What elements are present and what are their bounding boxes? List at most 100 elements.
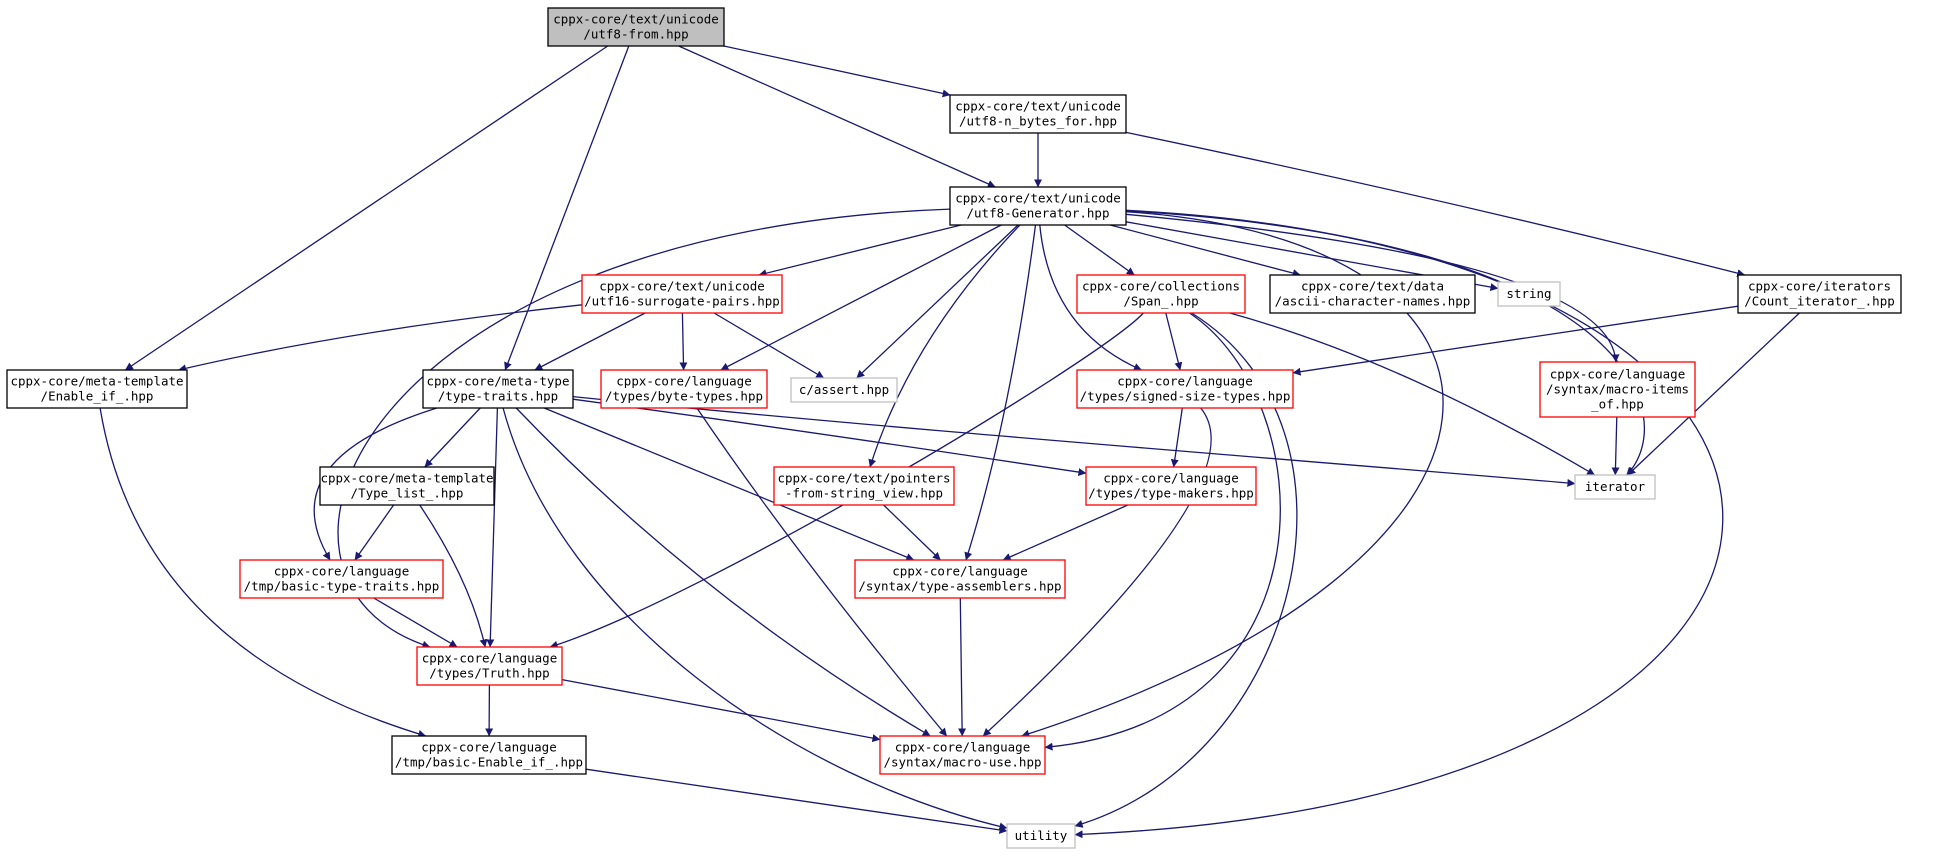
edge-utf8_generator-to-signed_size xyxy=(1039,224,1142,371)
node-enable-if[interactable]: cppx-core/meta-template/Enable_if_.hpp xyxy=(6,369,188,409)
node-box xyxy=(416,646,563,686)
node-type-list[interactable]: cppx-core/meta-template/Type_list_.hpp xyxy=(319,466,495,506)
edge-signed_size-to-type_makers xyxy=(1170,407,1183,468)
edge-type_assemblers-to-macro_use xyxy=(958,597,967,737)
edge-utf8_generator-to-utility xyxy=(1074,209,1724,839)
node-label-line: cppx-core/text/unicode xyxy=(553,12,719,27)
node-type-makers[interactable]: cppx-core/language/types/type-makers.hpp xyxy=(1085,466,1257,506)
edge-truth-to-macro_use xyxy=(561,678,881,743)
edge-utf8_generator-to-type_assemblers xyxy=(964,224,1037,561)
node-label-line: cppx-core/language xyxy=(895,740,1030,755)
node-label-line: cppx-core/language xyxy=(1117,374,1252,389)
node-signed-size[interactable]: cppx-core/language/types/signed-size-typ… xyxy=(1076,369,1294,409)
node-truth[interactable]: cppx-core/language/types/Truth.hpp xyxy=(416,646,563,686)
node-box xyxy=(854,559,1066,599)
edge-utf16_pairs-to-c_assert xyxy=(713,312,825,379)
edge-utf8_generator-to-pointers_sv xyxy=(868,224,1021,468)
node-label-line: /Span_.hpp xyxy=(1123,294,1198,309)
node-utf8-from[interactable]: cppx-core/text/unicode/utf8-from.hpp xyxy=(547,7,725,47)
node-box xyxy=(1076,274,1246,314)
node-utility[interactable]: utility xyxy=(1006,823,1076,849)
node-span[interactable]: cppx-core/collections/Span_.hpp xyxy=(1076,274,1246,314)
node-box xyxy=(1006,823,1076,849)
edge-type_traits-to-type_list xyxy=(424,407,481,468)
node-label-line: cppx-core/language xyxy=(421,740,556,755)
node-label-line: /syntax/macro-use.hpp xyxy=(883,755,1041,770)
node-box xyxy=(1497,281,1561,307)
node-label-line: /ascii-character-names.hpp xyxy=(1275,294,1471,309)
node-macro-use[interactable]: cppx-core/language/syntax/macro-use.hpp xyxy=(879,735,1046,775)
edge-type_list-to-basic_traits xyxy=(354,504,395,561)
edge-utf8_generator-to-byte_types xyxy=(720,224,1002,371)
edge-utf16_pairs-to-byte_types xyxy=(679,312,688,371)
node-label-line: /syntax/macro-items xyxy=(1546,382,1689,397)
node-box xyxy=(1085,466,1257,506)
nodes-layer: cppx-core/text/unicode/utf8-from.hppcppx… xyxy=(6,7,1902,849)
edge-utf8_from-to-type_traits xyxy=(504,45,630,371)
edge-byte_types-to-macro_use xyxy=(696,407,948,737)
node-label-line: /utf8-n_bytes_for.hpp xyxy=(959,114,1117,129)
edge-utf8_from-to-utf8_n_bytes xyxy=(723,45,951,98)
edge-type_traits-to-macro_use xyxy=(515,407,931,737)
edge-type_traits-to-type_assemblers xyxy=(543,407,915,561)
edge-utf8_generator-to-span xyxy=(1064,224,1135,276)
node-ascii-names[interactable]: cppx-core/text/data/ascii-character-name… xyxy=(1269,274,1476,314)
node-macro-items[interactable]: cppx-core/language/syntax/macro-items_of… xyxy=(1539,361,1696,418)
edges-layer xyxy=(99,45,1800,839)
node-box xyxy=(319,466,495,506)
node-label-line: cppx-core/meta-type xyxy=(427,374,570,389)
node-string[interactable]: string xyxy=(1497,281,1561,307)
node-box xyxy=(422,369,574,409)
node-label-line: /types/signed-size-types.hpp xyxy=(1080,389,1291,404)
edge-type_traits-to-iterator xyxy=(572,395,1576,487)
edge-span-to-macro_use xyxy=(1044,312,1281,751)
edge-type_list-to-truth xyxy=(419,504,488,648)
node-box xyxy=(581,274,783,314)
node-label-line: cppx-core/language xyxy=(1103,471,1238,486)
edge-basic_enable_if-to-utility xyxy=(585,768,1008,834)
node-utf16-pairs[interactable]: cppx-core/text/unicode/utf16-surrogate-p… xyxy=(581,274,783,314)
node-label-line: /types/Truth.hpp xyxy=(429,666,549,681)
node-utf8-n-bytes[interactable]: cppx-core/text/unicode/utf8-n_bytes_for.… xyxy=(949,94,1127,134)
node-pointers-sv[interactable]: cppx-core/text/pointers-from-string_view… xyxy=(773,466,955,506)
node-label-line: iterator xyxy=(1585,479,1646,494)
node-label-line: cppx-core/meta-template xyxy=(320,471,493,486)
node-label-line: cppx-core/text/unicode xyxy=(955,191,1121,206)
node-box xyxy=(1737,274,1902,314)
node-iterator[interactable]: iterator xyxy=(1574,474,1656,500)
node-label-line: /types/type-makers.hpp xyxy=(1088,486,1254,501)
node-label-line: /tmp/basic-Enable_if_.hpp xyxy=(395,755,583,770)
node-type-assemblers[interactable]: cppx-core/language/syntax/type-assembler… xyxy=(854,559,1066,599)
node-utf8-generator[interactable]: cppx-core/text/unicode/utf8-Generator.hp… xyxy=(949,186,1127,226)
node-basic-traits[interactable]: cppx-core/language/tmp/basic-type-traits… xyxy=(239,559,444,599)
node-label-line: cppx-core/iterators xyxy=(1748,279,1891,294)
edge-utf8_generator-to-iterator xyxy=(1125,210,1645,476)
node-label-line: _of.hpp xyxy=(1591,397,1644,412)
node-label-line: /Count_iterator_.hpp xyxy=(1744,294,1895,309)
node-label-line: /Enable_if_.hpp xyxy=(41,389,154,404)
node-box xyxy=(949,186,1127,226)
edge-utf8_generator-to-ascii_names xyxy=(1110,224,1301,277)
node-label-line: /utf8-from.hpp xyxy=(583,27,688,42)
node-label-line: cppx-core/text/pointers xyxy=(777,471,950,486)
node-label-line: c/assert.hpp xyxy=(799,382,889,397)
node-count-iterator[interactable]: cppx-core/iterators/Count_iterator_.hpp xyxy=(1737,274,1902,314)
node-label-line: /utf8-Generator.hpp xyxy=(967,206,1110,221)
node-box xyxy=(1539,361,1696,418)
edge-basic_traits-to-truth xyxy=(373,597,458,648)
node-label-line: /syntax/type-assemblers.hpp xyxy=(858,579,1061,594)
node-type-traits[interactable]: cppx-core/meta-type/type-traits.hpp xyxy=(422,369,574,409)
node-label-line: cppx-core/text/unicode xyxy=(955,99,1121,114)
node-label-line: cppx-core/text/unicode xyxy=(599,279,765,294)
edge-utf8_from-to-enable_if xyxy=(124,45,609,371)
node-c-assert[interactable]: c/assert.hpp xyxy=(790,377,898,403)
node-byte-types[interactable]: cppx-core/language/types/byte-types.hpp xyxy=(600,369,768,409)
node-label-line: cppx-core/language xyxy=(1550,367,1685,382)
edge-utf8_generator-to-utf16_pairs xyxy=(758,224,962,278)
node-box xyxy=(600,369,768,409)
node-label-line: string xyxy=(1506,286,1551,301)
node-label-line: /types/byte-types.hpp xyxy=(605,389,763,404)
edge-type_traits-to-utility xyxy=(502,407,1008,831)
node-basic-enable-if[interactable]: cppx-core/language/tmp/basic-Enable_if_.… xyxy=(391,735,587,775)
node-box xyxy=(1076,369,1294,409)
